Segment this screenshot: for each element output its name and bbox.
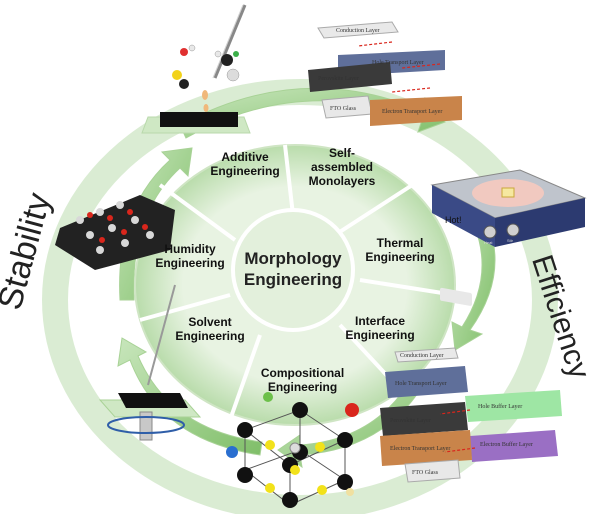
center-circle bbox=[231, 208, 355, 332]
segment-label-humidity: Humidity Engineering bbox=[155, 242, 225, 270]
center-title: Morphology Engineering bbox=[243, 249, 343, 289]
hotplate-illustration bbox=[430, 169, 587, 306]
disc-dividers bbox=[139, 144, 456, 421]
segment-label-compositional: Compositional Engineering bbox=[260, 366, 345, 394]
additive-illustration bbox=[141, 4, 251, 134]
humidity-illustration bbox=[55, 195, 175, 270]
segment-label-additive: Additive Engineering bbox=[210, 150, 280, 178]
segment-label-thermal: Thermal Engineering bbox=[365, 236, 435, 264]
device-stack-bottom bbox=[380, 347, 562, 483]
segment-label-interface: Interface Engineering bbox=[345, 314, 415, 342]
segment-label-solvent: Solvent Engineering bbox=[175, 315, 245, 343]
arrow-bottom-left bbox=[117, 337, 263, 456]
solvent-illustration bbox=[98, 284, 202, 441]
compositional-illustration bbox=[226, 392, 359, 508]
segment-label-sam: Self- assembled Monolayers bbox=[308, 146, 376, 188]
device-stack-top bbox=[308, 21, 462, 126]
